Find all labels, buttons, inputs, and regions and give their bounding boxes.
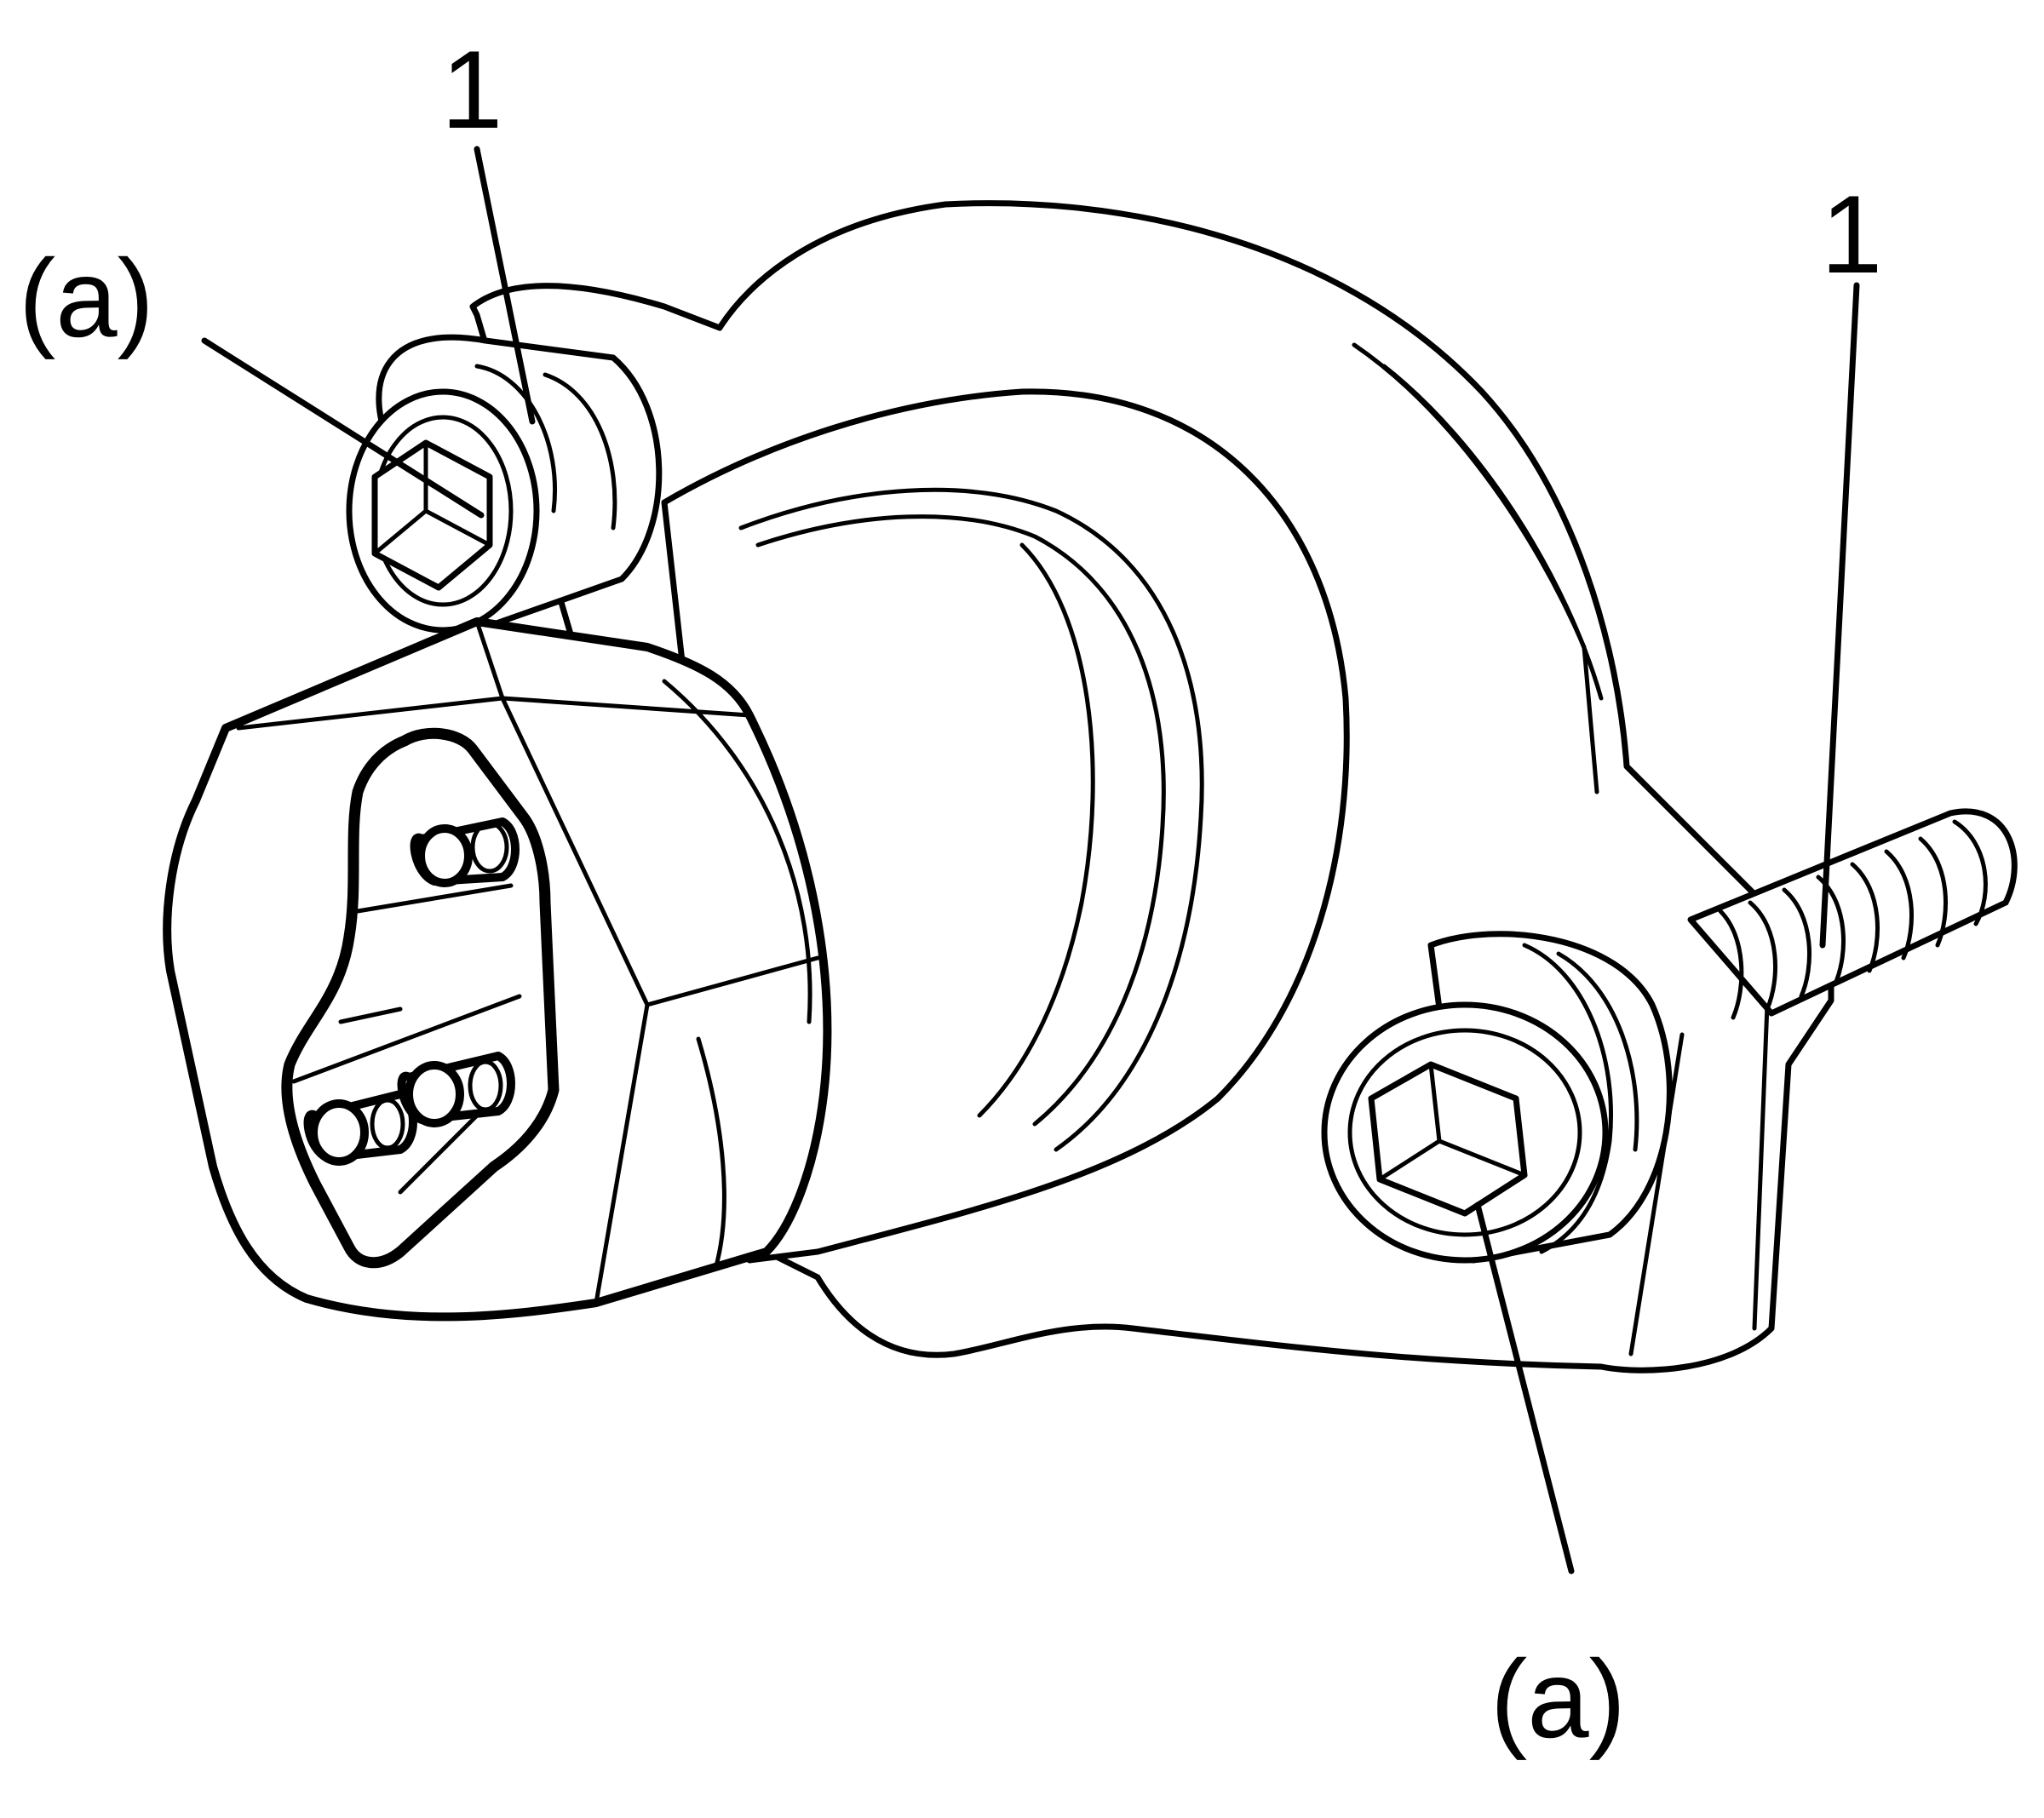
callout-part-top-right: 1 [1821,172,1882,296]
socket-inner-line [355,883,514,914]
socket-inner-line [338,1006,403,1024]
hex-facet-line [474,619,505,701]
bolt-bottom-right [1321,931,1673,1264]
terminal-pin-upper [410,817,520,887]
leader-line-part-top-right [1819,282,1860,949]
leader-line-part-top-left [474,146,536,425]
bolt-top-left [346,334,663,634]
hex-facet-line [645,955,820,1007]
flange-edge-line [1628,1032,1685,1356]
hex-facet-line [500,696,752,718]
actuator-body [661,388,1350,1264]
hex-facet-line [662,679,812,1024]
body-ring-line [755,514,1166,1127]
terminal-pin-lower-right [397,1052,515,1127]
callout-fastener-bottom: (a) [1490,1637,1626,1761]
hex-facet-line [500,696,650,1007]
hex-facet-line [696,1036,726,1271]
callout-part-top-left: 1 [441,27,502,152]
terminal-pin-lower-left [303,1090,417,1166]
hex-facet-line [236,696,505,731]
callout-fastener-top-left: (a) [19,236,154,360]
flange-edge-line [1752,1002,1770,1331]
leader-line-fastener-bottom [1474,1201,1575,1574]
socket-inner-line [291,994,522,1084]
body-ring-line [977,542,1095,1118]
leader-line-fastener-top-left [201,337,485,519]
body-ring-line [738,487,1204,1152]
hex-facet-line [594,1002,650,1305]
flange-edge-line [1381,364,1604,701]
threaded-stud [1687,808,2018,1020]
